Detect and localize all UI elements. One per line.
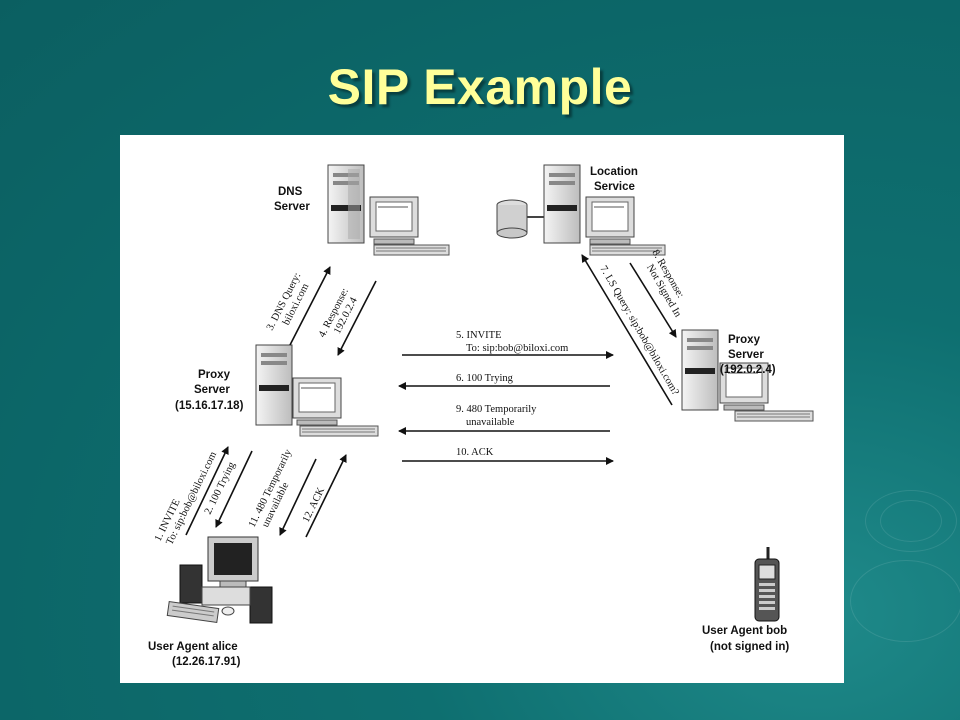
location-service-icon <box>496 164 666 256</box>
background-ripple <box>865 490 957 552</box>
m9-label-2: unavailable <box>466 417 515 428</box>
proxy-server-right-icon <box>681 329 814 422</box>
arrow-m8 <box>629 262 677 338</box>
proxy-left-label-3: (15.16.17.18) <box>175 400 244 412</box>
ua-bob-label-2: (not signed in) <box>710 641 789 653</box>
arrow-m2 <box>215 450 253 528</box>
m12-label-1: 12. ACK <box>301 486 327 525</box>
ua-alice-label-1: User Agent alice <box>148 641 238 653</box>
proxy-right-label-1: Proxy <box>728 334 761 346</box>
dns-server-label-2: Server <box>274 201 310 213</box>
ua-bob-label-1: User Agent bob <box>702 625 787 637</box>
location-service-label-2: Service <box>594 181 635 193</box>
proxy-server-left-icon <box>255 344 379 437</box>
proxy-right-label-2: Server <box>728 349 764 361</box>
arrow-m1 <box>185 446 229 536</box>
proxy-right-label-3: (192.0.2.4) <box>720 364 776 376</box>
arrow-m11 <box>279 458 317 536</box>
background-ripple <box>850 560 960 642</box>
proxy-left-label-2: Server <box>194 384 230 396</box>
ua-alice-label-2: (12.26.17.91) <box>172 656 241 668</box>
m9-label-1: 9. 480 Temporarily <box>456 404 537 415</box>
m5-label-1: 5. INVITE <box>456 330 502 341</box>
m10-label-1: 10. ACK <box>456 447 494 458</box>
dns-server-label-1: DNS <box>278 186 303 198</box>
diagram-panel: DNS Server Location Service Proxy Server <box>120 135 844 683</box>
dns-server-icon <box>327 164 450 256</box>
user-agent-alice-icon <box>166 536 273 624</box>
proxy-left-label-1: Proxy <box>198 369 231 381</box>
arrow-m7 <box>581 254 673 406</box>
arrow-m4 <box>337 280 377 356</box>
arrow-m3 <box>289 266 331 346</box>
arrow-m12 <box>305 454 347 538</box>
sip-flow-diagram: DNS Server Location Service Proxy Server <box>148 164 814 668</box>
user-agent-bob-icon <box>754 547 780 622</box>
slide-title: SIP Example <box>327 59 633 115</box>
m5-label-2: To: sip:bob@biloxi.com <box>466 343 568 354</box>
m6-label-1: 6. 100 Trying <box>456 373 514 384</box>
location-service-label-1: Location <box>590 166 638 178</box>
